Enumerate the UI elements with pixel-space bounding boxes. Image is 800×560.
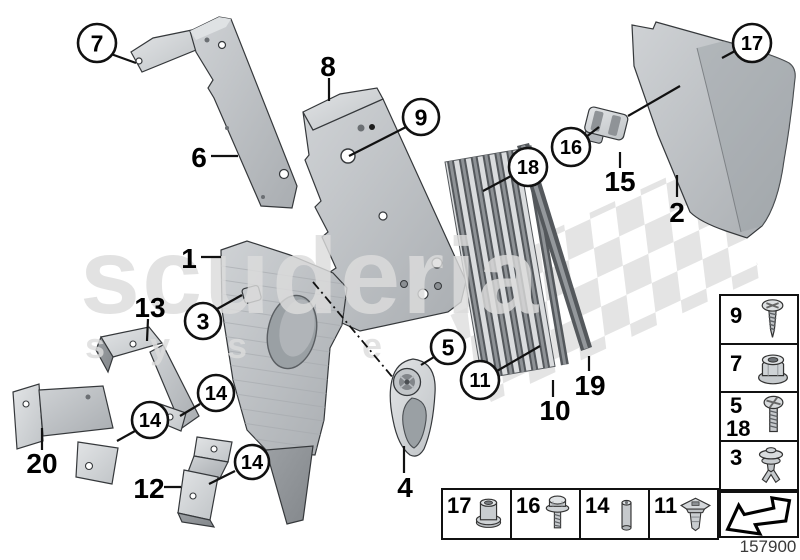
svg-text:14: 14: [241, 452, 264, 474]
svg-text:15: 15: [604, 166, 635, 197]
callout-plain-19: 19: [574, 356, 606, 401]
svg-text:3: 3: [197, 308, 210, 334]
callout-circled-5: 5: [420, 328, 467, 366]
part-20-bracket: [12, 383, 119, 485]
legend-cell-5-18: 5 18: [719, 391, 799, 442]
callout-circled-14: 14: [208, 443, 271, 485]
callout-plain-15: 15: [604, 152, 636, 197]
svg-text:4: 4: [397, 472, 413, 503]
callout-plain-10: 10: [539, 380, 571, 426]
aux-lines-layer: [312, 85, 681, 380]
svg-text:3: 3: [730, 445, 742, 470]
callout-plain-13: 13: [134, 292, 166, 342]
part-19-strip: [517, 143, 592, 351]
legend-cell-arrow: [719, 491, 799, 538]
svg-text:11: 11: [654, 493, 677, 518]
callout-circled-7: 7: [76, 22, 137, 65]
part-2-trim-panel: [631, 21, 796, 239]
svg-text:17: 17: [741, 33, 763, 55]
svg-text:5: 5: [442, 334, 455, 360]
part-6-support-bracket: [130, 16, 298, 209]
svg-text:7: 7: [730, 351, 742, 376]
legend-cell-16: 16: [510, 488, 581, 540]
watermark-letter: s: [85, 325, 105, 366]
svg-text:14: 14: [205, 383, 228, 405]
clip-leader-line: [627, 85, 681, 117]
callout-circled-14: 14: [116, 400, 170, 442]
callout-plain-8: 8: [320, 51, 336, 101]
flange-nut-icon: [758, 354, 788, 385]
svg-text:11: 11: [469, 370, 490, 392]
legend-cell-7: 7: [719, 343, 799, 393]
callout-plain-20: 20: [26, 428, 58, 479]
watermark-text: scuderia: [80, 215, 540, 336]
part-10-entry-strip: [444, 145, 569, 380]
callout-plain-1: 1: [181, 243, 221, 274]
diagram-number: 157900: [740, 537, 797, 556]
svg-text:7: 7: [91, 30, 104, 56]
dowel-pin-icon: [621, 499, 632, 531]
part-15-clip: [583, 106, 629, 144]
svg-text:8: 8: [320, 51, 336, 82]
svg-text:14: 14: [585, 493, 610, 518]
svg-text:16: 16: [560, 137, 582, 159]
watermark-letter: e: [362, 325, 382, 366]
svg-text:18: 18: [726, 416, 750, 441]
svg-text:18: 18: [517, 157, 539, 179]
svg-text:10: 10: [539, 395, 570, 426]
legend-cell-3: 3: [719, 440, 799, 491]
svg-text:16: 16: [516, 493, 540, 518]
legend-cell-14: 14: [579, 488, 650, 540]
svg-text:20: 20: [26, 448, 57, 479]
callout-circled-11: 11: [459, 345, 541, 401]
svg-text:1: 1: [181, 243, 197, 274]
callout-circled-18: 18: [482, 146, 549, 192]
part-12-bracket: [176, 436, 233, 528]
callout-plain-2: 2: [669, 175, 685, 228]
svg-text:2: 2: [669, 197, 685, 228]
watermark-letter: y: [150, 325, 170, 366]
watermark-letter: s: [227, 325, 247, 366]
alignment-dashdot-line: [312, 281, 395, 380]
svg-text:14: 14: [139, 410, 162, 432]
svg-text:13: 13: [134, 292, 165, 323]
callout-plain-6: 6: [191, 142, 238, 173]
svg-text:12: 12: [133, 473, 164, 504]
callout-circled-9: 9: [348, 97, 441, 157]
callout-plain-4: 4: [397, 446, 413, 503]
callout-circled-17: 17: [721, 22, 773, 64]
barrel-nut-icon: [475, 498, 502, 528]
callout-circled-14: 14: [179, 373, 236, 417]
part-4-release-handle: [389, 358, 436, 457]
legend-cell-9: 9: [719, 294, 799, 345]
svg-text:9: 9: [730, 303, 742, 328]
svg-text:17: 17: [447, 493, 471, 518]
svg-text:6: 6: [191, 142, 207, 173]
legend-cell-11: 11: [648, 488, 719, 540]
svg-text:5: 5: [730, 393, 742, 418]
part-3-clip-stud: [241, 284, 262, 304]
callout-circled-3: 3: [183, 294, 243, 341]
legend-cell-17: 17: [441, 488, 512, 540]
parts-layer: [12, 16, 796, 528]
part-1-lower-return: [265, 445, 314, 525]
svg-text:19: 19: [574, 370, 605, 401]
callout-circled-16: 16: [550, 126, 600, 168]
callout-plain-12: 12: [133, 473, 181, 504]
fastener-legend: 9 7 5 18 3 17 1: [441, 294, 799, 540]
part-1-footwell-trim: [220, 240, 348, 525]
svg-text:9: 9: [415, 104, 428, 130]
